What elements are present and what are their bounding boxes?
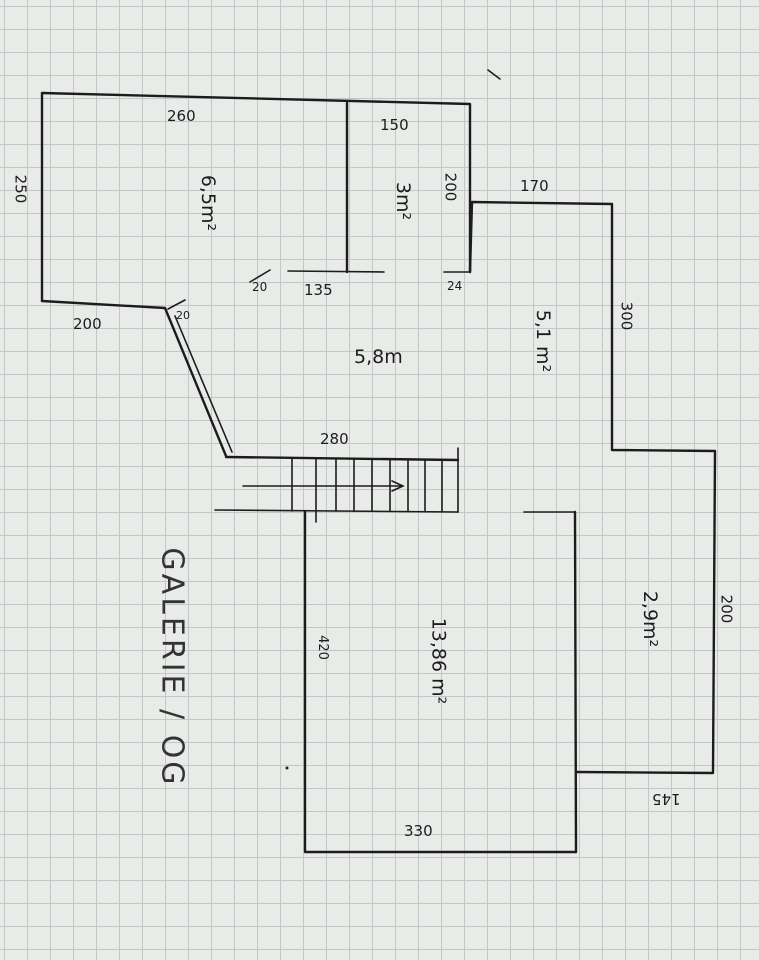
dim-20-stair: 20 <box>176 309 190 322</box>
dim-330: 330 <box>404 822 433 840</box>
area-room2: 3m² <box>392 181 415 221</box>
pen-dot <box>285 766 289 770</box>
wall-diagonal-tick <box>167 299 186 310</box>
dim-200-small: 200 <box>441 172 460 202</box>
dim-420: 420 <box>314 635 330 660</box>
stairs-treads <box>291 458 443 523</box>
wall-right-upper <box>468 200 717 775</box>
stairs-arrow <box>242 480 405 492</box>
wall-diagonal-inner <box>174 315 233 453</box>
wall-big-room <box>303 510 578 854</box>
dim-250: 250 <box>11 174 30 204</box>
dim-260: 260 <box>167 107 196 125</box>
wall-left-lower <box>40 299 228 458</box>
dim-200-right: 200 <box>717 594 736 624</box>
dim-200-left: 200 <box>73 315 102 333</box>
area-hall: 5,8m <box>354 346 403 368</box>
pen-mark <box>487 69 501 80</box>
dim-20: 20 <box>252 280 268 294</box>
plan-title: GALERIE / OG <box>154 547 190 788</box>
dim-145: 145 <box>652 790 681 808</box>
dim-24: 24 <box>447 279 463 293</box>
dim-150: 150 <box>380 116 409 134</box>
stairs-top <box>224 455 460 462</box>
dim-280: 280 <box>320 430 349 448</box>
wall-top-left-room <box>40 91 472 303</box>
wall-stub-20 <box>249 269 271 283</box>
area-room3: 5,1 m² <box>532 309 555 373</box>
dim-170: 170 <box>520 177 549 195</box>
wall-stub-135 <box>287 270 385 273</box>
area-room5: 13,86 m² <box>427 617 450 705</box>
dim-300: 300 <box>617 301 636 331</box>
dim-135: 135 <box>304 281 333 299</box>
area-room1: 6,5m² <box>197 174 220 232</box>
wall-right-room-divider <box>573 510 578 854</box>
area-room4: 2,9m² <box>639 590 662 648</box>
